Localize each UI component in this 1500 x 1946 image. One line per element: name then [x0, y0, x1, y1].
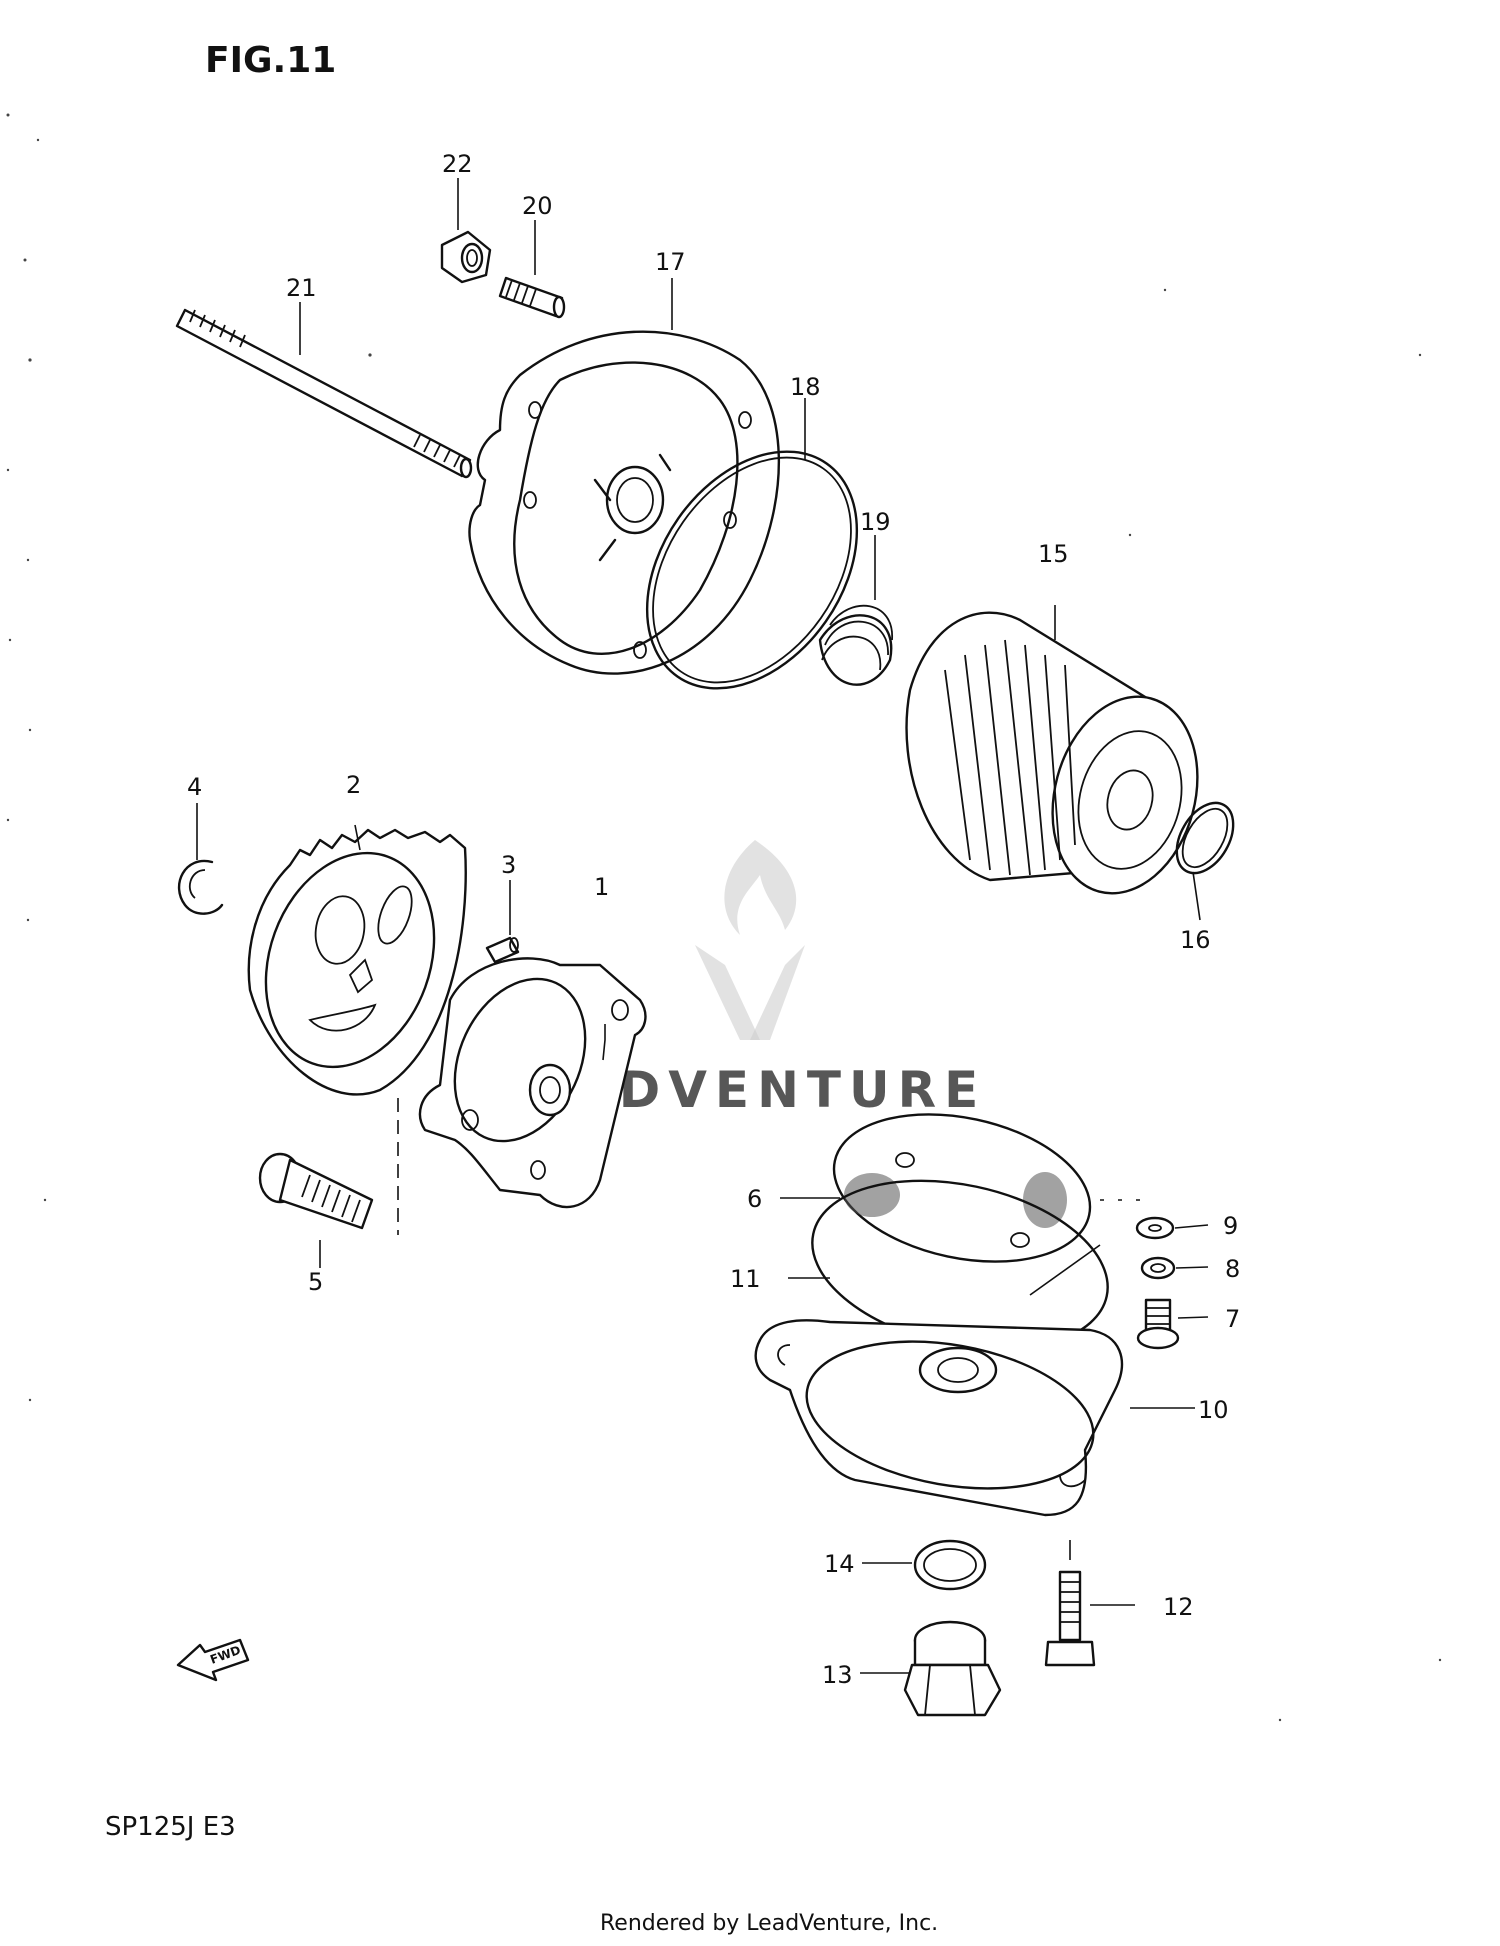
part-12-bolt[interactable] [1044, 1570, 1096, 1667]
callout-21: 21 [286, 274, 317, 302]
scan-specks [6, 113, 1442, 1722]
part-1-oil-pump[interactable] [418, 957, 647, 1209]
part-22-cap-nut[interactable] [440, 230, 492, 284]
fwd-arrow-icon: FWD [176, 1638, 250, 1682]
part-13-drain-plug[interactable] [903, 1620, 1002, 1717]
part-5-bolt[interactable] [258, 1098, 399, 1235]
part-20-short-stud[interactable] [498, 276, 566, 319]
callout-22: 22 [442, 150, 473, 178]
callout-1: 1 [594, 873, 609, 901]
callout-12: 12 [1163, 1593, 1194, 1621]
callout-19: 19 [860, 508, 891, 536]
part-7-screw[interactable] [1136, 1298, 1180, 1350]
callout-20: 20 [522, 192, 553, 220]
callout-18: 18 [790, 373, 821, 401]
part-19-spring[interactable] [818, 604, 893, 686]
callout-7: 7 [1225, 1305, 1240, 1333]
part-17-filter-cap[interactable] [468, 330, 780, 675]
callout-5: 5 [308, 1268, 323, 1296]
callout-11: 11 [730, 1265, 761, 1293]
callout-labels: 1 2 3 4 5 6 7 8 9 10 11 12 13 14 15 16 1… [187, 150, 1240, 1689]
part-18-o-ring[interactable] [604, 412, 901, 728]
part-3-pin[interactable] [485, 936, 520, 964]
callout-8: 8 [1225, 1255, 1240, 1283]
part-4-circlip[interactable] [177, 859, 224, 915]
footer-credit: Rendered by LeadVenture, Inc. [600, 1911, 938, 1936]
part-6-strainer[interactable] [820, 1093, 1103, 1284]
callout-2: 2 [346, 771, 361, 799]
callout-16: 16 [1180, 926, 1211, 954]
callout-9: 9 [1223, 1212, 1238, 1240]
callout-4: 4 [187, 773, 202, 801]
part-14-washer[interactable] [913, 1539, 987, 1591]
part-9-washer[interactable] [1135, 1216, 1175, 1240]
callout-14: 14 [824, 1550, 855, 1578]
part-21-stud[interactable] [175, 308, 473, 479]
figure-title: FIG.11 [205, 40, 336, 81]
callout-13: 13 [822, 1661, 853, 1689]
callout-6: 6 [747, 1185, 762, 1213]
callout-10: 10 [1198, 1396, 1229, 1424]
part-10-strainer-cap[interactable] [754, 1319, 1124, 1517]
callout-17: 17 [655, 248, 686, 276]
callout-15: 15 [1038, 540, 1069, 568]
part-8-washer[interactable] [1140, 1256, 1176, 1280]
part-16-small-o-ring[interactable] [1165, 793, 1245, 883]
model-code: SP125J E3 [105, 1812, 236, 1842]
leader-lines [196, 178, 1209, 1674]
part-15-oil-filter[interactable] [905, 611, 1219, 910]
callout-3: 3 [501, 851, 516, 879]
part-2-pump-gear[interactable] [237, 828, 467, 1096]
